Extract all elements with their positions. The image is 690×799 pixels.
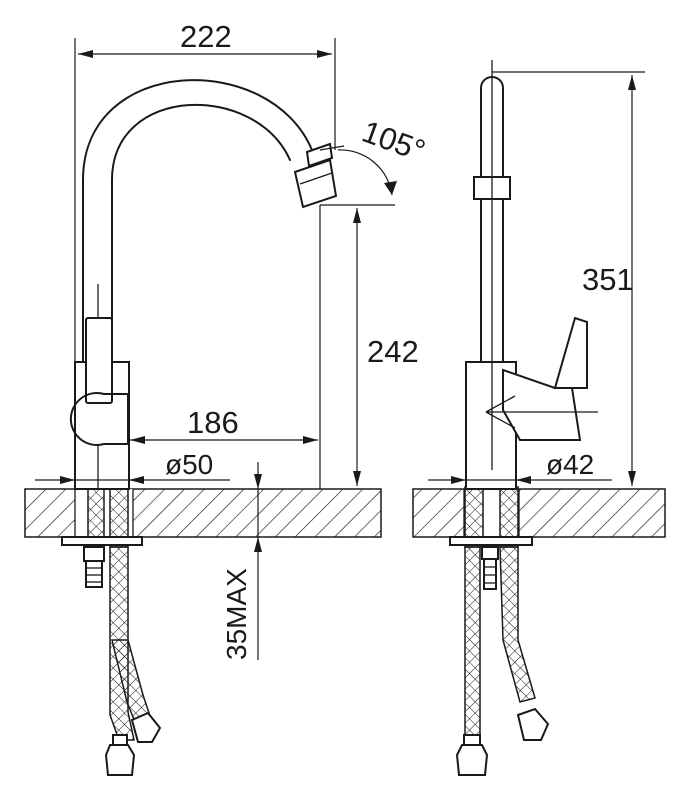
hose-connector-right-1: [455, 744, 489, 776]
dim-total-height: 351: [582, 262, 634, 297]
dim-max-counter-thickness: 35MAX: [221, 568, 252, 660]
hose-connector-left-1: [104, 744, 136, 776]
dim-total-width: 222: [180, 19, 232, 54]
side-view: 351 ø42: [412, 60, 666, 776]
hose-connector-right-2: [516, 707, 550, 741]
countertop-right: [412, 488, 666, 538]
dim-right-base-diameter: ø42: [546, 449, 594, 480]
dim-left-base-diameter: ø50: [165, 449, 213, 480]
hose-connector-left-2: [130, 711, 162, 743]
nut-left: [83, 546, 105, 562]
mounting-plate-left: [61, 536, 143, 546]
dim-spout-height: 242: [367, 334, 419, 369]
front-view: 222 105° 242 186 ø50 35MAX: [24, 19, 430, 776]
hose-right-1: [464, 546, 481, 741]
lever-handle-left: [85, 317, 113, 404]
hose-right-2: [499, 546, 536, 703]
dim-swivel-angle: 105°: [358, 114, 430, 169]
dim-spout-reach: 186: [187, 405, 239, 440]
gooseneck-spout-left: [82, 79, 313, 363]
aerator-left: [293, 158, 338, 209]
mounting-plate-right: [449, 536, 533, 546]
